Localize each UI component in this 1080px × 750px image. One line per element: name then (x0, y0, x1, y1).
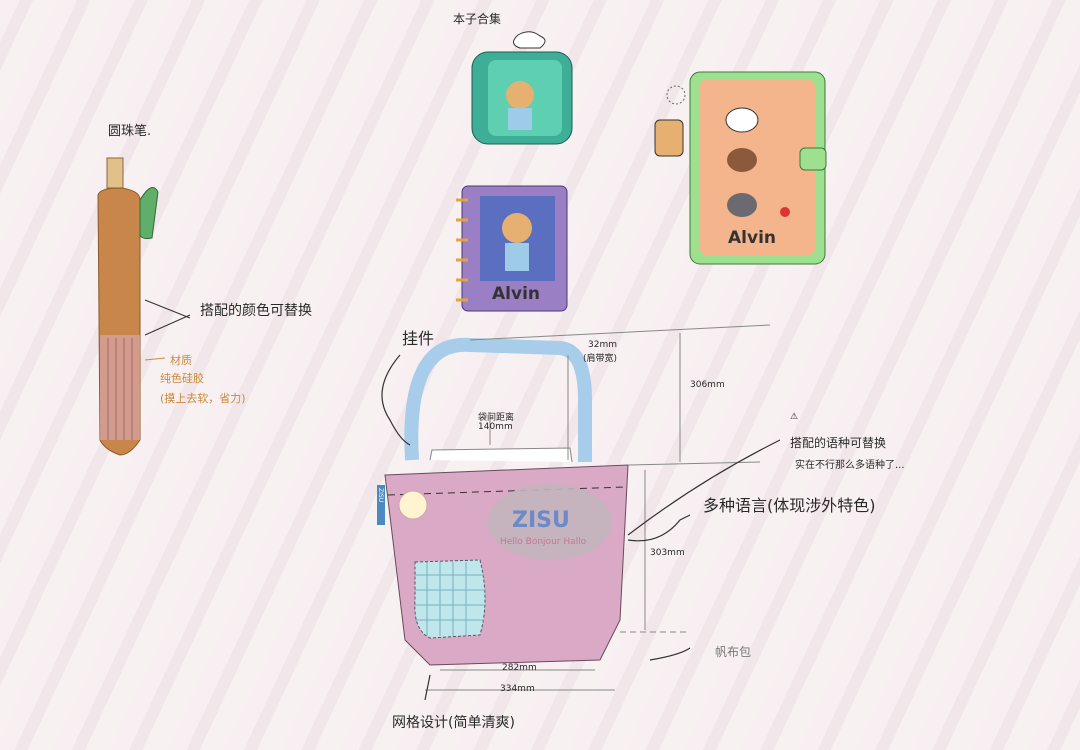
bag-logo-text: ZISU (512, 508, 570, 533)
pen-material-value: 纯色硅胶 (160, 372, 204, 385)
notebook-teal (471, 31, 573, 145)
strap-width-label: (肩带宽) (583, 354, 618, 364)
bag-side-tag (377, 485, 385, 525)
crocodile-figure (139, 187, 159, 240)
language-note-main: 多种语言(体现涉外特色) (703, 496, 876, 515)
pen-clip-figure (106, 157, 124, 189)
warning-symbol: ⚠ (790, 412, 799, 422)
total-height: 306mm (690, 380, 725, 390)
pendant-label: 挂件 (402, 329, 435, 348)
canvas-label: 帆布包 (715, 645, 752, 659)
bag-grid-pocket (414, 559, 486, 639)
pen-material-note: (摸上去软，省力) (160, 392, 246, 405)
notebook-green (654, 71, 827, 265)
bottom-outer: 334mm (500, 684, 535, 694)
notebook-purple (456, 185, 568, 312)
strap-width: 32mm (588, 340, 617, 350)
bag-logo-patch (488, 484, 612, 560)
pen-material-label: 材质 (170, 354, 192, 367)
strap-gap-label: 袋间距离 (478, 413, 515, 423)
grid-note: 网格设计(简单清爽) (392, 715, 515, 731)
bottom-inner: 282mm (502, 663, 537, 673)
language-note-1: 搭配的语种可替换 (790, 436, 887, 450)
bag-hello-text: Hello Bonjour Hallo (500, 537, 587, 547)
pen-color-note: 搭配的颜色可替换 (200, 303, 312, 319)
language-note-2: 实在不行那么多语种了... (795, 460, 905, 471)
body-height: 303mm (650, 548, 685, 558)
pen-grip (100, 335, 140, 440)
notebooks-title: 本子合集 (453, 12, 502, 26)
bag-strap (404, 337, 592, 462)
strap-gap: 140mm (478, 422, 513, 432)
notebook-name-purple: Alvin (492, 284, 540, 304)
bag-side-tag-text: ZISU (377, 488, 384, 503)
pen-title: 圆珠笔. (108, 124, 152, 139)
notebook-name-green: Alvin (728, 228, 776, 248)
pen-drawing (97, 157, 191, 456)
